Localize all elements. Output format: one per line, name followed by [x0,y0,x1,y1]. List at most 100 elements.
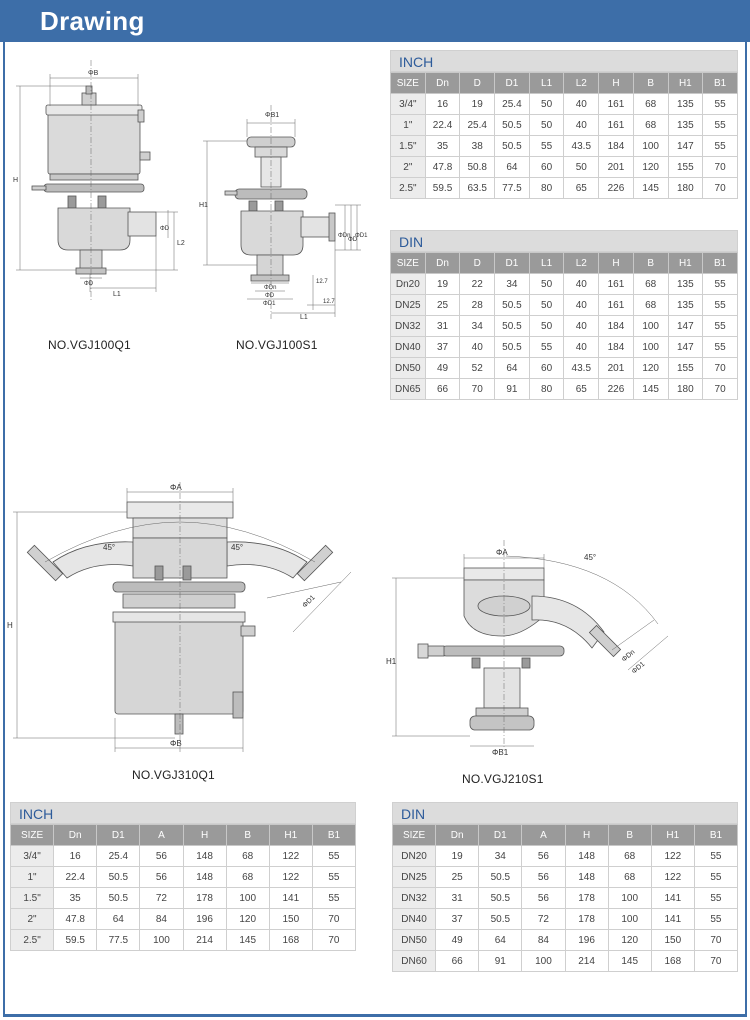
table-cell: 56 [139,845,184,867]
table-cell: 50 [528,93,565,115]
column-header: H1 [650,824,695,846]
table-cell: 145 [632,378,669,400]
column-header: B [225,824,270,846]
table-cell: 72 [521,908,566,930]
column-header: A [139,824,184,846]
table-cell: 25 [424,294,461,316]
table-cell: 64 [494,357,530,379]
caption-vgj100s1: NO.VGJ100S1 [236,338,318,352]
table-cell: 63.5 [459,177,496,199]
table-cell: 201 [598,156,634,178]
table-cell: 201 [598,357,634,379]
table-cell: 16 [424,93,461,115]
dim-label-H: H [13,177,18,184]
dim-label-L1-s1: L1 [300,314,308,321]
table-cell: 19 [435,845,480,867]
table-cell: 55 [693,887,739,909]
drawing-vgj310q1: ΦA H 45° 45° ΦD1 ΦB [7,482,352,752]
dim-label-phiD: ΦD [160,226,170,232]
table-cell: 50.8 [459,156,496,178]
table-cell: 122 [268,845,313,867]
dim-label-phiDn-bottom: ΦDn [264,285,276,291]
table-cell: 135 [667,294,704,316]
size-cell: 2" [390,156,426,178]
table-cell: 50.5 [494,135,530,157]
table-cell: 59.5 [53,929,98,951]
size-cell: DN20 [391,845,437,867]
table-cell: 34 [494,273,530,295]
table-cell: 155 [667,156,704,178]
table-title: INCH [10,802,356,824]
dim-label-phiD1-310: ΦD1 [301,594,316,609]
column-header: H [182,824,227,846]
dim-label-phiD1-bottom: ΦD1 [263,301,276,307]
column-header: B1 [702,72,738,94]
dim-label-H1: H1 [199,202,208,209]
column-header: B1 [693,824,739,846]
table-cell: 68 [607,845,652,867]
table-cell: 47.8 [424,156,461,178]
table-cell: 56 [521,845,566,867]
table-cell: 80 [528,177,565,199]
table-cell: 47.8 [53,908,98,930]
dim-label-phiDn: ΦDn [338,233,350,239]
table-cell: 60 [528,156,565,178]
table-cell: 148 [182,845,227,867]
table-cell: 59.5 [424,177,461,199]
table-cell: 56 [521,887,566,909]
table-cell: 55 [702,135,738,157]
size-cell: 2.5" [390,177,426,199]
table-cell: 91 [478,950,523,972]
table-cell: 49 [424,357,461,379]
table-cell: 147 [667,315,704,337]
table-cell: 25 [435,866,480,888]
table-cell: 40 [563,273,600,295]
table-cell: 64 [96,908,141,930]
table-cell: 70 [693,950,739,972]
table-cell: 40 [563,336,600,358]
table-cell: 25.4 [494,93,530,115]
column-header: D1 [494,72,530,94]
table-cell: 64 [494,156,530,178]
table-cell: 34 [478,845,523,867]
table-cell: 43.5 [563,135,600,157]
dim-label-phiB-310: ΦB [170,739,182,748]
table-cell: 22.4 [53,866,98,888]
table-cell: 68 [632,114,669,136]
table-cell: 161 [598,294,634,316]
table-cell: 19 [459,93,496,115]
table-cell: 49 [435,929,480,951]
table-cell: 100 [225,887,270,909]
table-cell: 55 [528,135,565,157]
size-cell: DN25 [391,866,437,888]
table-cell: 28 [459,294,496,316]
table-cell: 84 [521,929,566,951]
table-cell: 31 [435,887,480,909]
size-cell: DN65 [390,378,426,400]
table-cell: 25.4 [96,845,141,867]
table-cell: 50.5 [478,908,523,930]
table-cell: 178 [564,887,609,909]
table-cell: 55 [693,845,739,867]
column-header: D [459,252,496,274]
table-cell: 100 [607,908,652,930]
size-cell: 2" [9,908,55,930]
table-cell: 70 [702,357,738,379]
table-cell: 135 [667,114,704,136]
dim-label-phiB1-210: ΦB1 [492,748,509,757]
table-cell: 25.4 [459,114,496,136]
table-cell: 226 [598,378,634,400]
table-cell: 77.5 [494,177,530,199]
